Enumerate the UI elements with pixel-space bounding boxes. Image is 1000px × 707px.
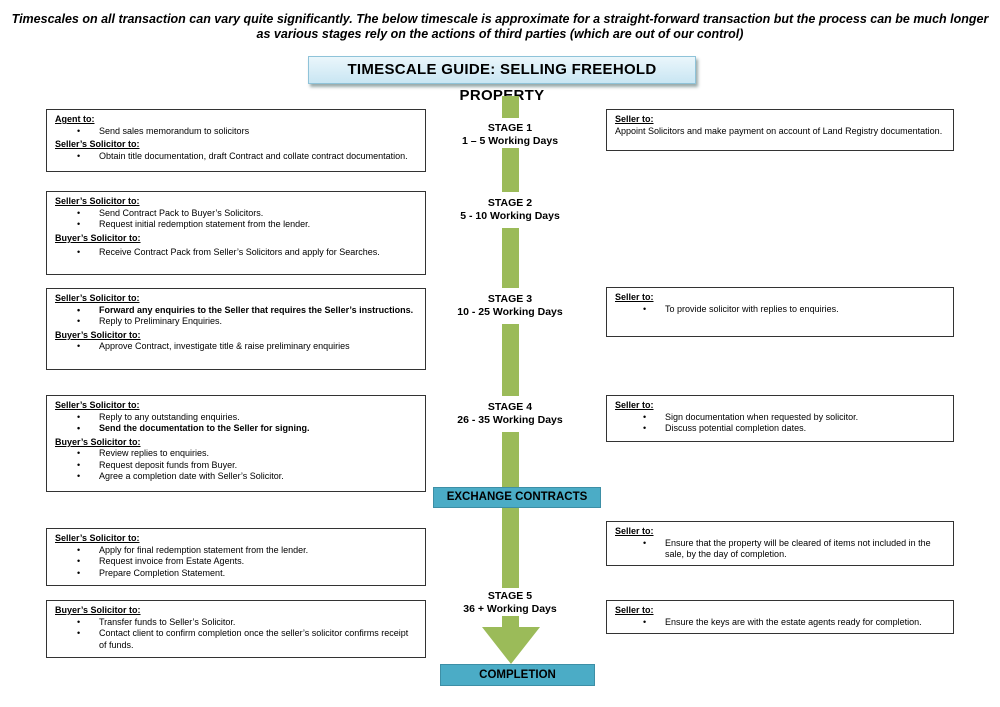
- right-seller-box: Seller to: Ensure the keys are with the …: [606, 600, 954, 634]
- exchange-contracts-banner: EXCHANGE CONTRACTS: [433, 487, 601, 508]
- list-item: Contact client to confirm completion onc…: [77, 628, 417, 651]
- list-item: Receive Contract Pack from Seller’s Soli…: [77, 247, 417, 259]
- box-heading: Seller’s Solicitor to:: [55, 196, 140, 206]
- box-heading: Seller’s Solicitor to:: [55, 293, 140, 303]
- right-seller-box: Seller to: Ensure that the property will…: [606, 521, 954, 566]
- left-task-box: Seller’s Solicitor to: Apply for final r…: [46, 528, 426, 586]
- list-item: Agree a completion date with Seller’s So…: [77, 471, 417, 483]
- right-seller-box: Seller to: To provide solicitor with rep…: [606, 287, 954, 337]
- down-arrow-icon: [482, 627, 540, 664]
- flow-segment: [502, 96, 519, 118]
- flow-segment: [502, 148, 519, 192]
- list-item: Send the documentation to the Seller for…: [77, 423, 417, 435]
- stage-name: STAGE 1: [487, 122, 533, 134]
- list-item: Prepare Completion Statement.: [77, 568, 417, 580]
- list-item: Request deposit funds from Buyer.: [77, 460, 417, 472]
- box-heading: Seller to:: [615, 292, 654, 302]
- box-heading: Seller’s Solicitor to:: [55, 400, 140, 410]
- list-item: Obtain title documentation, draft Contra…: [77, 151, 417, 163]
- box-heading: Buyer’s Solicitor to:: [55, 232, 141, 243]
- box-heading: Agent to:: [55, 114, 95, 124]
- box-heading: Buyer’s Solicitor to:: [55, 436, 141, 447]
- stage-days: 36 + Working Days: [463, 602, 557, 615]
- stage-label: STAGE 1 1 – 5 Working Days: [440, 122, 580, 147]
- box-heading: Seller to:: [615, 605, 654, 615]
- left-task-box: Seller’s Solicitor to: Reply to any outs…: [46, 395, 426, 492]
- left-task-box: Seller’s Solicitor to: Send Contract Pac…: [46, 191, 426, 275]
- right-seller-box: Seller to: Appoint Solicitors and make p…: [606, 109, 954, 151]
- list-item: Discuss potential completion dates.: [643, 423, 945, 435]
- intro-note: Timescales on all transaction can vary q…: [11, 12, 989, 41]
- stage-days: 5 - 10 Working Days: [460, 209, 560, 222]
- list-item: Approve Contract, investigate title & ra…: [77, 341, 417, 353]
- flow-segment: [502, 508, 519, 588]
- left-task-box: Agent to: Send sales memorandum to solic…: [46, 109, 426, 172]
- stage-label: STAGE 2 5 - 10 Working Days: [440, 197, 580, 222]
- stage-name: STAGE 2: [487, 197, 533, 209]
- left-task-box: Buyer’s Solicitor to: Transfer funds to …: [46, 600, 426, 658]
- list-item: Sign documentation when requested by sol…: [643, 412, 945, 424]
- box-text: Appoint Solicitors and make payment on a…: [615, 125, 943, 136]
- stage-days: 1 – 5 Working Days: [461, 134, 559, 147]
- left-task-box: Seller’s Solicitor to: Forward any enqui…: [46, 288, 426, 370]
- box-heading: Seller to:: [615, 526, 654, 536]
- box-heading: Seller to:: [615, 114, 654, 124]
- list-item: Ensure that the property will be cleared…: [643, 538, 945, 561]
- right-seller-box: Seller to: Sign documentation when reque…: [606, 395, 954, 442]
- stage-name: STAGE 4: [487, 401, 533, 413]
- page-title: TIMESCALE GUIDE: SELLING FREEHOLD PROPER…: [308, 56, 696, 104]
- completion-banner: COMPLETION: [440, 664, 595, 686]
- list-item: Send Contract Pack to Buyer’s Solicitors…: [77, 208, 417, 220]
- list-item: Apply for final redemption statement fro…: [77, 545, 417, 557]
- list-item: Request invoice from Estate Agents.: [77, 556, 417, 568]
- box-heading: Seller to:: [615, 400, 654, 410]
- box-heading: Seller’s Solicitor to:: [55, 533, 140, 543]
- box-heading: Buyer’s Solicitor to:: [55, 605, 141, 615]
- stage-label: STAGE 3 10 - 25 Working Days: [440, 293, 580, 318]
- list-item: Send sales memorandum to solicitors: [77, 126, 417, 138]
- list-item: Reply to any outstanding enquiries.: [77, 412, 417, 424]
- box-heading: Buyer’s Solicitor to:: [55, 329, 141, 340]
- list-item: Ensure the keys are with the estate agen…: [643, 617, 945, 629]
- list-item: Request initial redemption statement fro…: [77, 219, 417, 231]
- stage-days: 10 - 25 Working Days: [457, 305, 563, 318]
- flow-segment: [502, 616, 519, 628]
- flow-segment: [502, 324, 519, 396]
- list-item: To provide solicitor with replies to enq…: [643, 304, 945, 316]
- stage-label: STAGE 5 36 + Working Days: [440, 590, 580, 615]
- list-item: Reply to Preliminary Enquiries.: [77, 316, 417, 328]
- list-item: Forward any enquiries to the Seller that…: [77, 305, 417, 317]
- list-item: Review replies to enquiries.: [77, 448, 417, 460]
- box-heading: Seller’s Solicitor to:: [55, 139, 140, 149]
- flow-segment: [502, 228, 519, 288]
- flow-segment: [502, 432, 519, 488]
- stage-label: STAGE 4 26 - 35 Working Days: [440, 401, 580, 426]
- stage-name: STAGE 3: [487, 293, 533, 305]
- list-item: Transfer funds to Seller’s Solicitor.: [77, 617, 417, 629]
- stage-name: STAGE 5: [487, 590, 533, 602]
- stage-days: 26 - 35 Working Days: [457, 413, 563, 426]
